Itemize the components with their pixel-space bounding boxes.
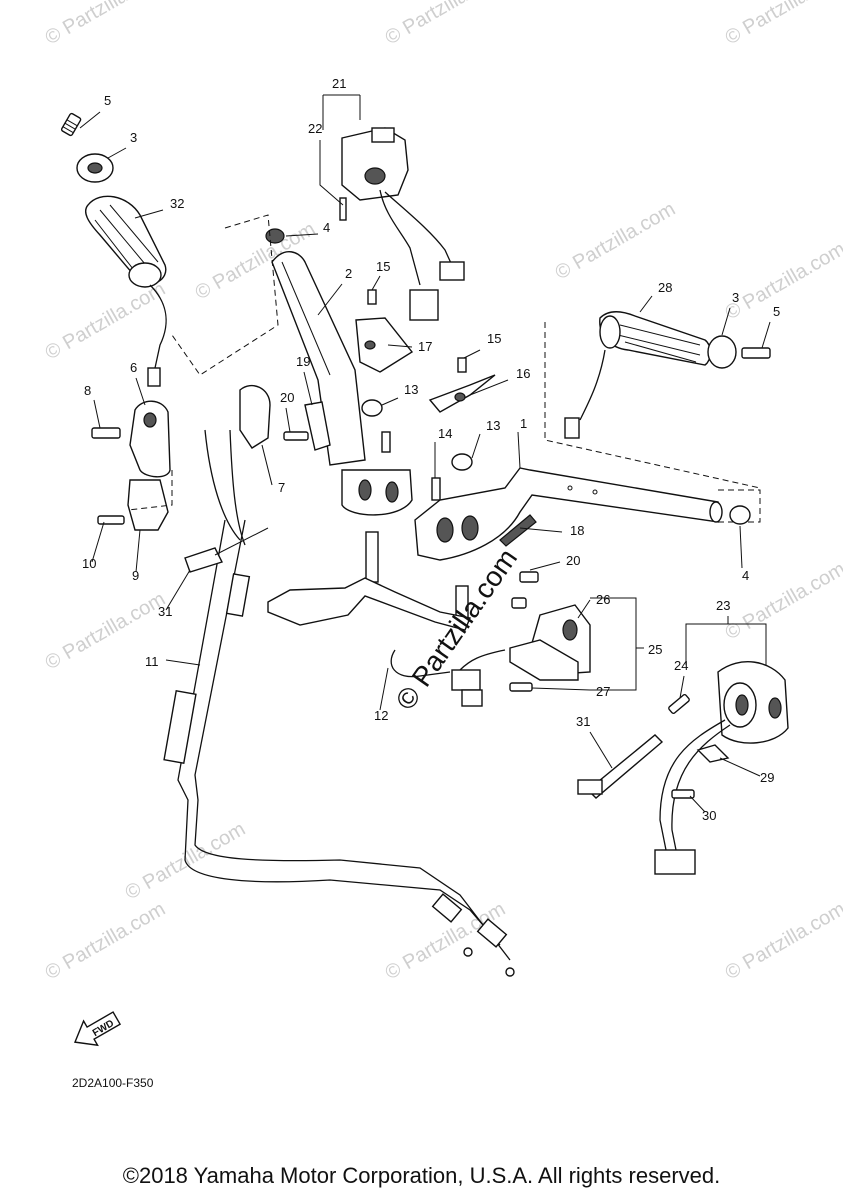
fwd-label: FWD [91, 1018, 116, 1039]
part-label-p14: 14 [438, 426, 452, 441]
part-label-p9: 9 [132, 568, 139, 583]
part-label-p18: 18 [570, 523, 584, 538]
part-label-p29: 29 [760, 770, 774, 785]
diagram-code: 2D2A100-F350 [72, 1076, 154, 1090]
part-label-p20a: 20 [280, 390, 294, 405]
part-label-p30: 30 [702, 808, 716, 823]
watermark-3: © Partzilla.com [42, 278, 170, 364]
part-label-p19: 19 [296, 354, 310, 369]
left-handlebar [171, 214, 413, 516]
part-label-p31b: 31 [576, 714, 590, 729]
part-label-p25: 25 [648, 642, 662, 657]
leader-lines [79, 94, 771, 813]
watermark-4: © Partzilla.com [722, 238, 843, 324]
parts-diagram: © Partzilla.com © Partzilla.com © Partzill… [42, 0, 843, 1047]
watermark-0: © Partzilla.com [42, 0, 170, 49]
part-label-p6: 6 [130, 360, 137, 375]
right-grip-assembly [544, 311, 771, 489]
watermark-10: © Partzilla.com [552, 198, 680, 284]
watermark-9: © Partzilla.com [722, 898, 843, 984]
left-switch-parts [91, 385, 331, 531]
part-label-p3b: 3 [732, 290, 739, 305]
part-label-p12: 12 [374, 708, 388, 723]
part-label-p11: 11 [145, 654, 159, 669]
right-lower-switch [459, 571, 591, 692]
watermark-2: © Partzilla.com [722, 0, 843, 49]
left-grip-assembly [60, 112, 167, 387]
top-switch [339, 127, 465, 321]
part-label-p13b: 13 [486, 418, 500, 433]
part-label-p4b: 4 [742, 568, 749, 583]
plates [355, 289, 496, 501]
part-label-p23: 23 [716, 598, 730, 613]
part-label-p26: 26 [596, 592, 610, 607]
part-label-p1: 1 [520, 416, 527, 431]
part-label-p4a: 4 [323, 220, 330, 235]
part-label-p15a: 15 [376, 259, 390, 274]
part-label-p8: 8 [84, 383, 91, 398]
watermark-6: © Partzilla.com [722, 558, 843, 644]
right-switch-assembly [184, 527, 789, 875]
lower-bracket [267, 531, 483, 707]
part-label-p5a: 5 [104, 93, 111, 108]
fwd-arrow: FWD [74, 1011, 122, 1047]
part-label-p15b: 15 [487, 331, 501, 346]
part-label-p24: 24 [674, 658, 688, 673]
part-label-p32: 32 [170, 196, 184, 211]
watermark-1: © Partzilla.com [382, 0, 510, 49]
part-label-p31a: 31 [158, 604, 172, 619]
part-label-p28: 28 [658, 280, 672, 295]
part-label-p17: 17 [418, 339, 432, 354]
part-label-p13a: 13 [404, 382, 418, 397]
part-label-p16: 16 [516, 366, 530, 381]
part-label-p22: 22 [308, 121, 322, 136]
part-label-p20b: 20 [566, 553, 580, 568]
part-label-p5b: 5 [773, 304, 780, 319]
part-number-labels: 1233445567891011121313141515161718192020… [82, 76, 780, 823]
part-label-p21: 21 [332, 76, 346, 91]
part-label-p3a: 3 [130, 130, 137, 145]
throttle-cables [163, 429, 515, 977]
part-label-p7: 7 [278, 480, 285, 495]
part-label-p27: 27 [596, 684, 610, 699]
right-handlebar [414, 467, 761, 561]
copyright-notice: ©2018 Yamaha Motor Corporation, U.S.A. A… [122, 1163, 721, 1188]
part-label-p2: 2 [345, 266, 352, 281]
part-label-p10: 10 [82, 556, 96, 571]
watermark-7: © Partzilla.com [42, 898, 170, 984]
